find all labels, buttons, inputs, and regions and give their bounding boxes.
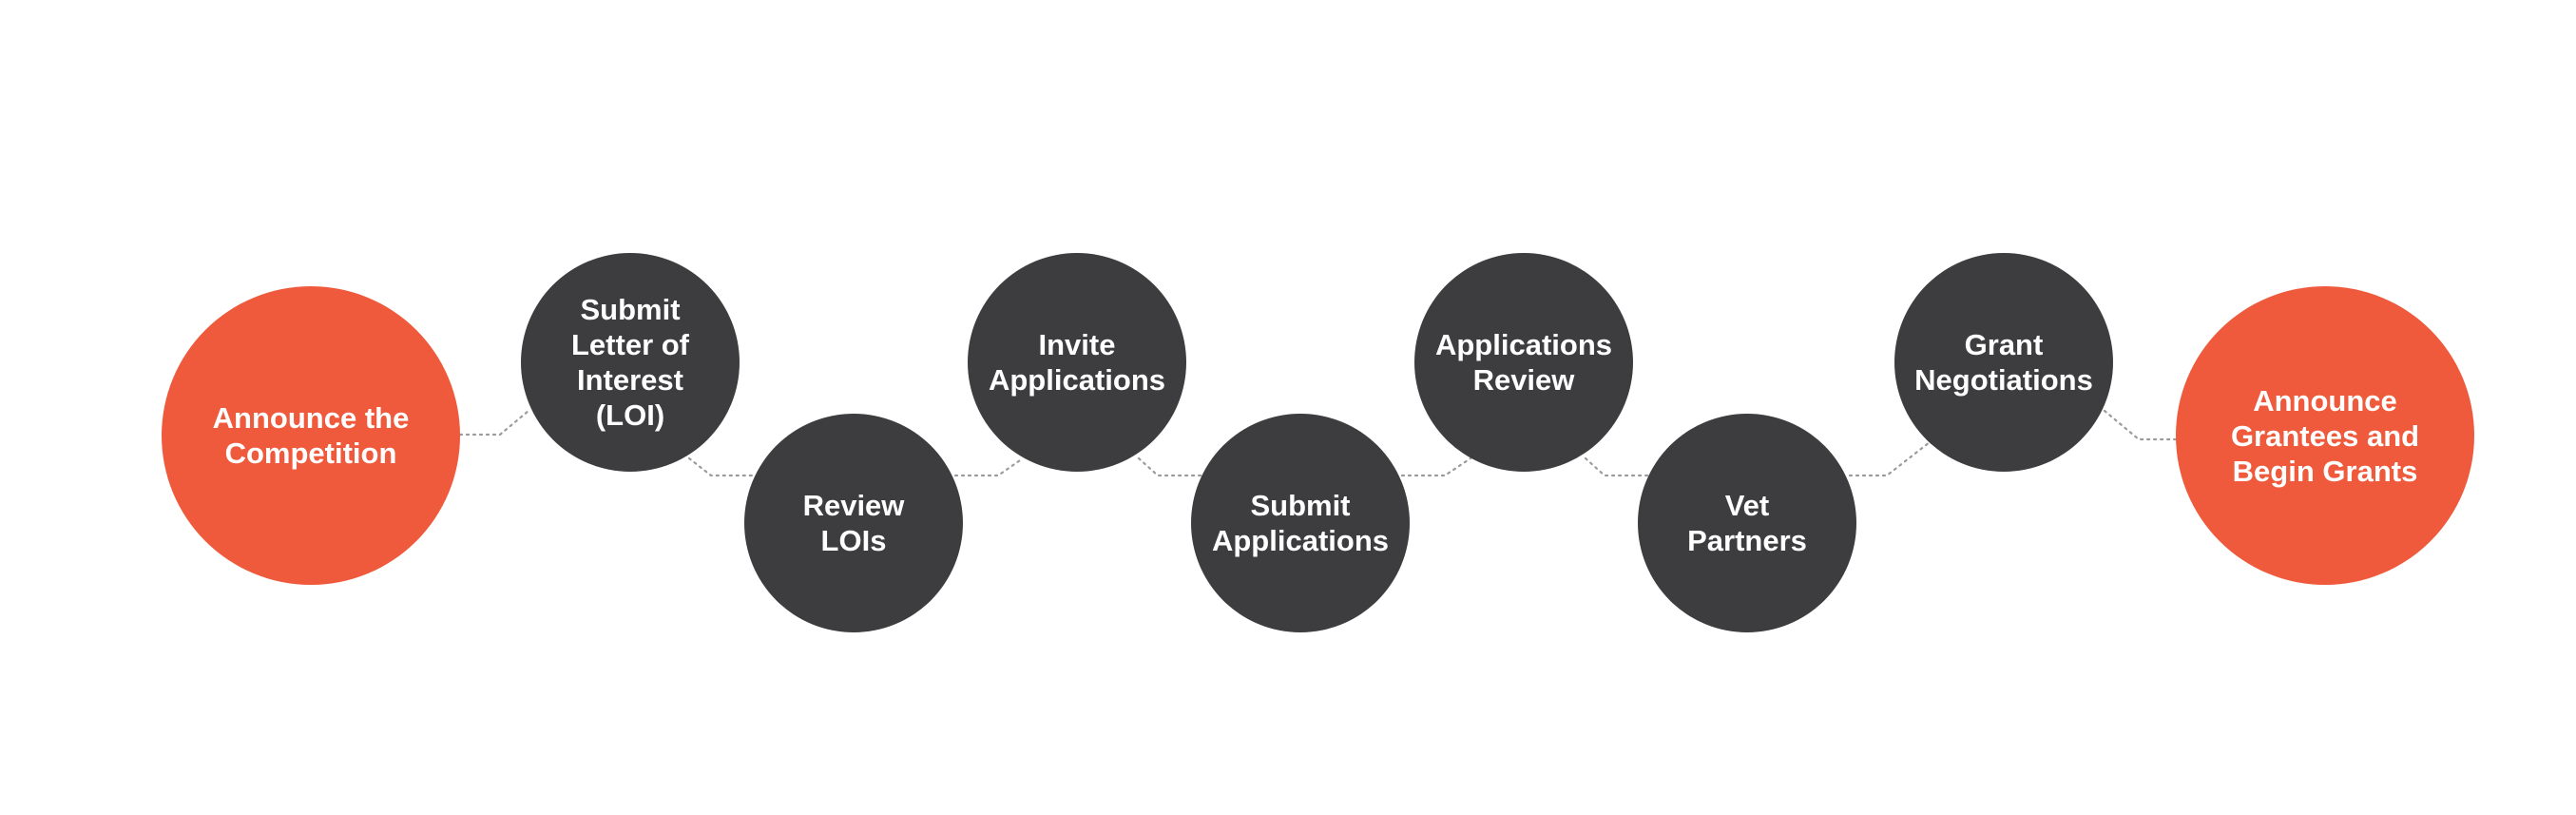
step-label: Announce Grantees and Begin Grants [2230, 383, 2420, 488]
step-submit-loi: Submit Letter of Interest (LOI) [521, 253, 740, 472]
step-vet-partners: Vet Partners [1638, 414, 1856, 632]
connector-4-5 [1137, 456, 1203, 477]
connector-6-7 [1584, 456, 1650, 477]
step-invite-applications: Invite Applications [968, 253, 1186, 472]
step-announce-grantees: Announce Grantees and Begin Grants [2176, 286, 2474, 585]
step-announce-competition: Announce the Competition [162, 286, 460, 585]
step-label: Invite Applications [988, 328, 1165, 397]
step-label: Review LOIs [802, 489, 905, 557]
step-submit-applications: Submit Applications [1191, 414, 1410, 632]
step-label: Grant Negotiations [1914, 328, 2093, 397]
connector-3-4 [953, 456, 1025, 477]
connector-5-6 [1400, 456, 1472, 477]
connector-7-8 [1848, 440, 1932, 477]
step-label: Applications Review [1434, 328, 1612, 397]
step-label: Vet Partners [1687, 489, 1807, 557]
step-label: Announce the Competition [212, 401, 410, 470]
step-review-lois: Review LOIs [744, 414, 963, 632]
connector-1-2 [458, 409, 530, 437]
connector-2-3 [687, 456, 756, 477]
step-grant-negotiations: Grant Negotiations [1894, 253, 2113, 472]
step-label: Submit Letter of Interest (LOI) [571, 293, 689, 432]
step-label: Submit Applications [1211, 489, 1389, 557]
step-applications-review: Applications Review [1414, 253, 1633, 472]
connector-8-9 [2103, 409, 2182, 441]
